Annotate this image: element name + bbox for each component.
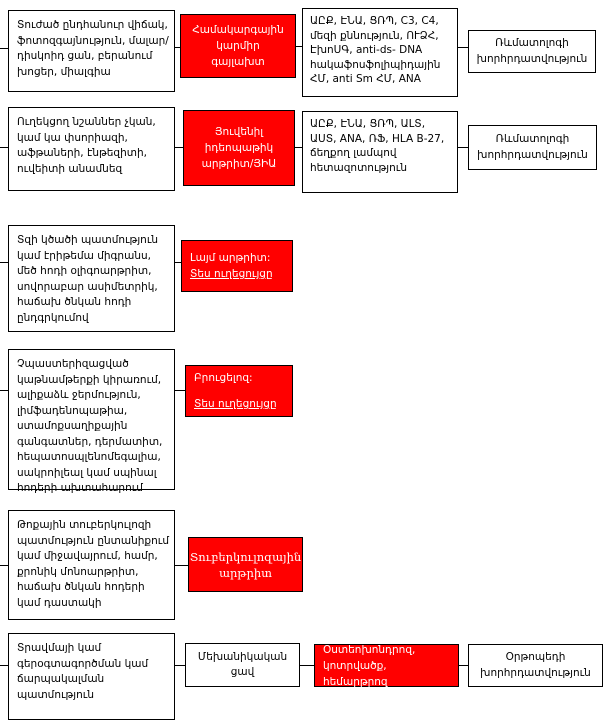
diagnosis-box: Բրուցելոզ: Տես ուղեցույցը (185, 365, 293, 417)
connector-line (459, 665, 468, 666)
connector-line (0, 565, 8, 566)
symptoms-box: Տուժած ընդհանուր վիճակ, ֆոտոզգայնություն… (8, 10, 175, 92)
diagnosis-box: Տուբերկուլոզային արթրիտ (188, 537, 303, 592)
connector-line (458, 47, 468, 48)
symptoms-box: Թոքային տուբերկուլոզի պատմություն ընտանի… (8, 510, 175, 620)
referral-box: Օրթոպեդի խորհրդատվություն (468, 644, 603, 687)
connector-line (175, 262, 181, 263)
pain-type-box: Մեխանիկական ցավ (185, 643, 300, 687)
connector-line (175, 390, 185, 391)
referral-box: Ռևմատոլոգի խորհրդատվություն (468, 30, 596, 73)
diagnosis-box: Համակարգային կարմիր գայլախտ (180, 14, 296, 78)
symptoms-box: Տրավմայի կամ գերօգտագործման կամ ճարպակալ… (8, 633, 175, 720)
guideline-link[interactable]: Տես ուղեցույցը (190, 268, 273, 280)
tests-box: ԱԸՔ, ԷՆԱ, ՑՌՊ, ԱԼՏ, ԱՍՏ, ANA, ՌՖ, HLA B-… (302, 111, 458, 193)
tests-box: ԱԸՔ, ԷՆԱ, ՑՌՊ, C3, C4, մեզի քննություն, … (302, 8, 458, 97)
diagnosis-label: Բրուցելոզ: (194, 372, 253, 384)
connector-line (0, 48, 8, 49)
connector-line (0, 262, 8, 263)
diagnosis-box: Օստեոխոնդրոզ, կոտրվածք, հեմարթրոզ (314, 644, 459, 688)
symptoms-box: Տզի կծածի պատմություն կամ էրիթեմա միգրան… (8, 225, 175, 332)
connector-line (458, 147, 468, 148)
referral-box: Ռևմատոլոգի խորհրդատվություն (468, 125, 597, 170)
connector-line (175, 47, 180, 48)
symptoms-box: Ուղեկցող նշաններ չկան, կամ կա փսորիազի, … (8, 107, 175, 191)
connector-line (175, 147, 183, 148)
connector-line (300, 665, 314, 666)
connector-line (175, 565, 188, 566)
connector-line (0, 390, 8, 391)
symptoms-box: Չպաստերիզացված կաթնամթերքի կիրառում, ալի… (8, 349, 175, 494)
connector-line (0, 665, 8, 666)
guideline-link[interactable]: Տես ուղեցույցը (194, 398, 277, 410)
connector-line (0, 147, 8, 148)
diagnosis-box: Յուվենիլ իդեոպաթիկ արթրիտ/ՅԻԱ (183, 110, 295, 186)
connector-line (175, 665, 185, 666)
connector-line (295, 147, 302, 148)
connector-line (296, 46, 302, 47)
diagnosis-label: Լայմ արթրիտ: (190, 252, 271, 264)
diagnosis-box: Լայմ արթրիտ: Տես ուղեցույցը (181, 240, 293, 292)
